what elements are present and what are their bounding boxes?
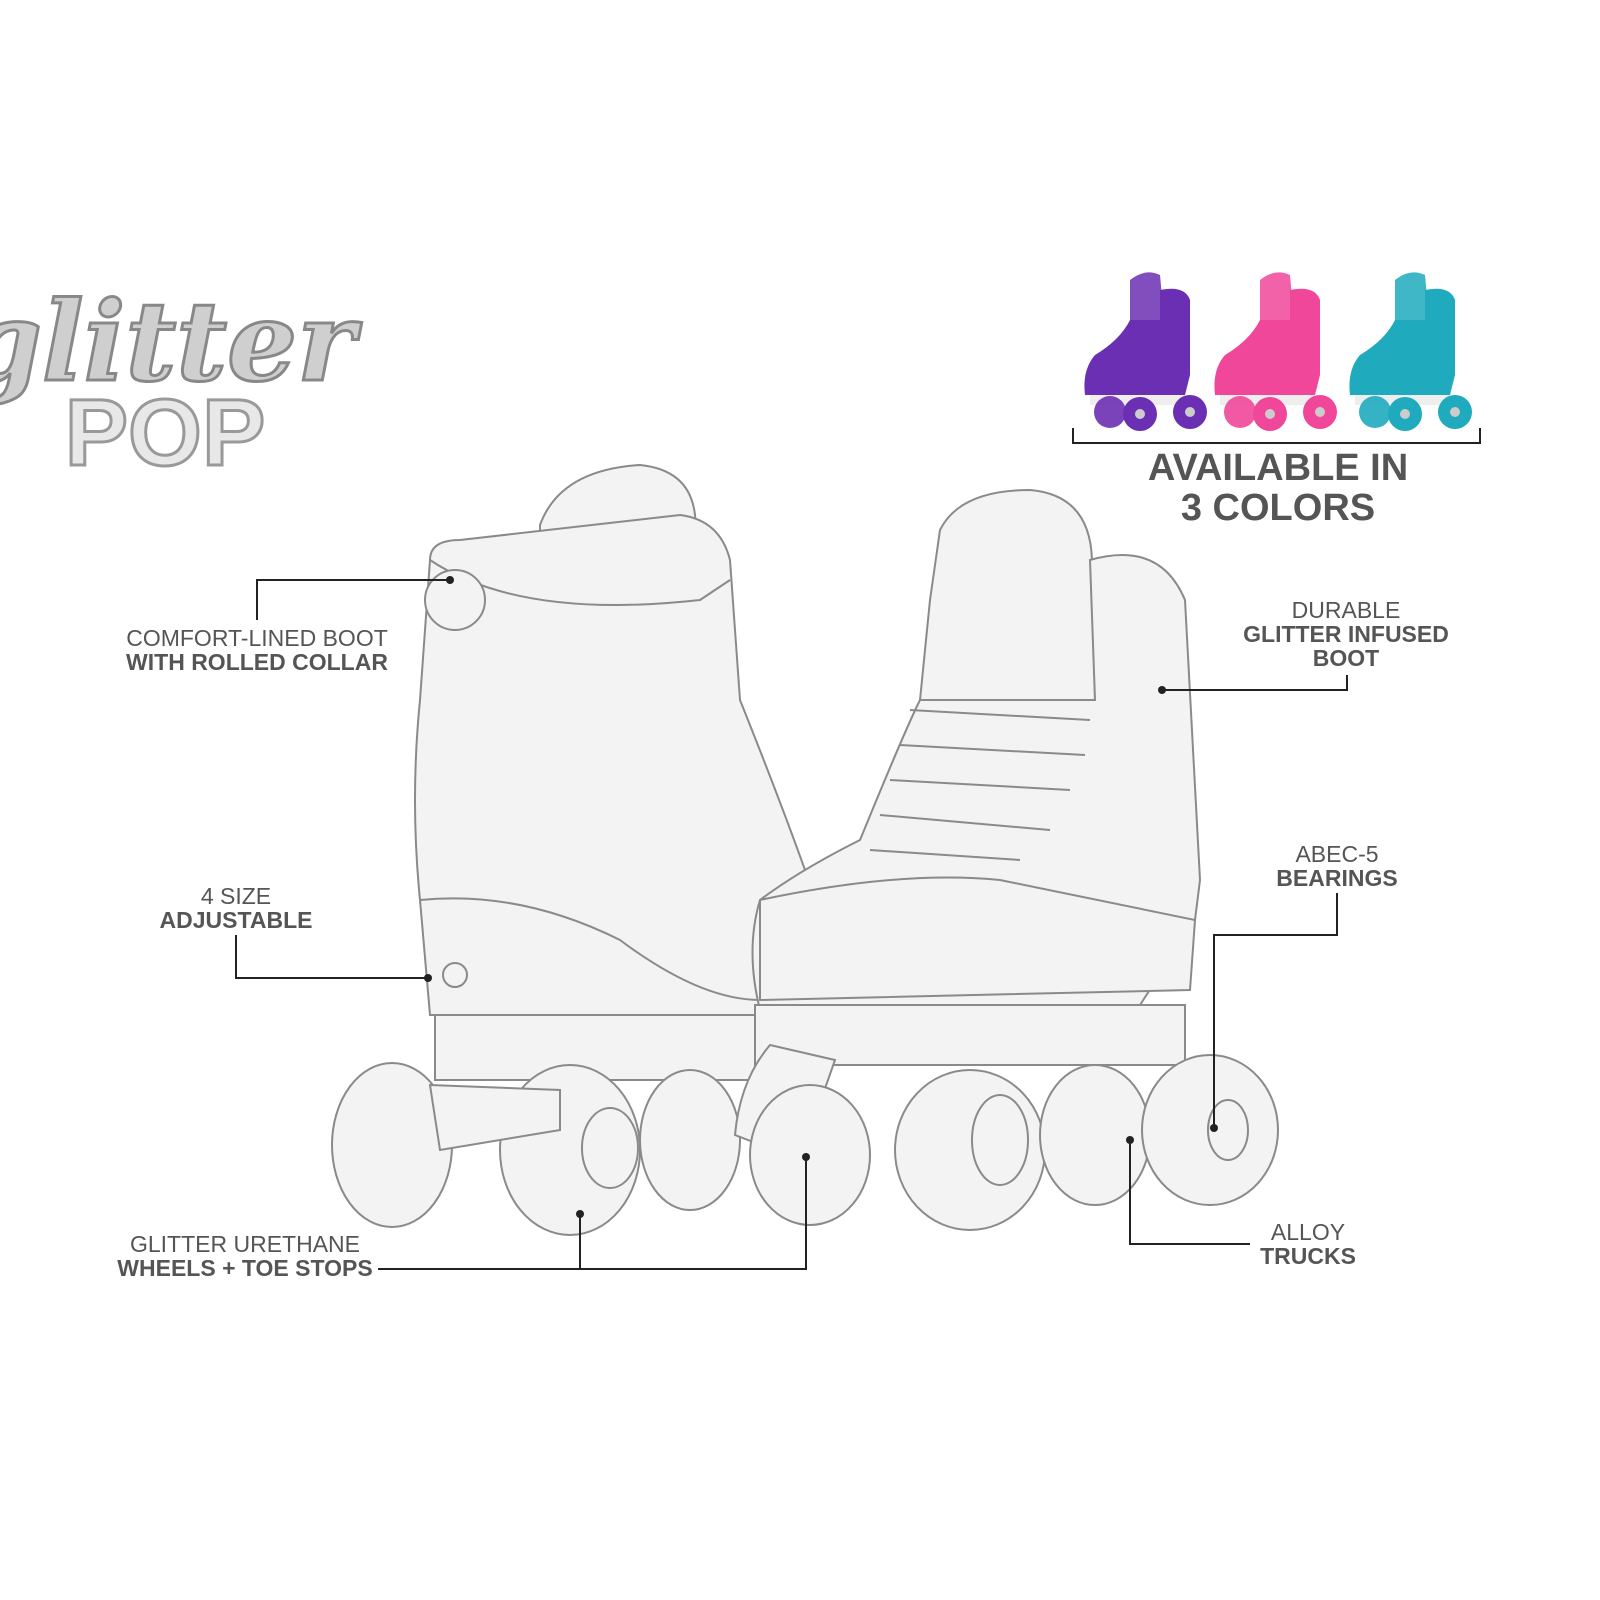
available-line2: 3 COLORS: [1180, 487, 1376, 529]
feature-line3: BOOT: [1312, 645, 1380, 671]
feature-wheels-toe-stops: GLITTER URETHANE WHEELS + TOE STOPS: [117, 1232, 372, 1280]
feature-line2: WHEELS + TOE STOPS: [117, 1255, 373, 1281]
feature-line1: 4 SIZE: [200, 883, 272, 909]
feature-line1: ABEC-5: [1295, 841, 1379, 867]
feature-line2: GLITTER INFUSED: [1243, 621, 1449, 647]
color-variants: [1084, 272, 1472, 431]
available-colors-heading: AVAILABLE IN 3 COLORS: [1148, 448, 1408, 528]
feature-line1: GLITTER URETHANE: [129, 1231, 361, 1257]
feature-size-adjustable: 4 SIZE ADJUSTABLE: [160, 884, 313, 932]
svg-text:glitter: glitter: [0, 277, 362, 406]
svg-text:POP: POP: [65, 380, 266, 486]
feature-line2: TRUCKS: [1260, 1243, 1356, 1269]
feature-line1: DURABLE: [1291, 597, 1401, 623]
leader-lines: [235, 428, 1481, 1270]
feature-bearings: ABEC-5 BEARINGS: [1276, 842, 1397, 890]
feature-line2: WITH ROLLED COLLAR: [126, 649, 388, 675]
right-skate: [733, 488, 1279, 1231]
skate-variant-purple: [1084, 272, 1207, 431]
skate-variant-teal: [1349, 272, 1472, 431]
available-line1: AVAILABLE IN: [1147, 447, 1409, 489]
feature-line1: COMFORT-LINED BOOT: [126, 625, 388, 651]
feature-line2: BEARINGS: [1276, 865, 1398, 891]
feature-line2: ADJUSTABLE: [159, 907, 313, 933]
feature-comfort-lined-boot: COMFORT-LINED BOOT WITH ROLLED COLLAR: [126, 626, 388, 674]
skate-variant-pink: [1214, 272, 1337, 431]
feature-glitter-infused-boot: DURABLE GLITTER INFUSED BOOT: [1243, 598, 1449, 670]
glitter-pop-logo: glitter POP: [0, 276, 364, 488]
feature-line1: ALLOY: [1270, 1219, 1346, 1245]
feature-alloy-trucks: ALLOY TRUCKS: [1260, 1220, 1356, 1268]
left-skate: [331, 463, 807, 1236]
